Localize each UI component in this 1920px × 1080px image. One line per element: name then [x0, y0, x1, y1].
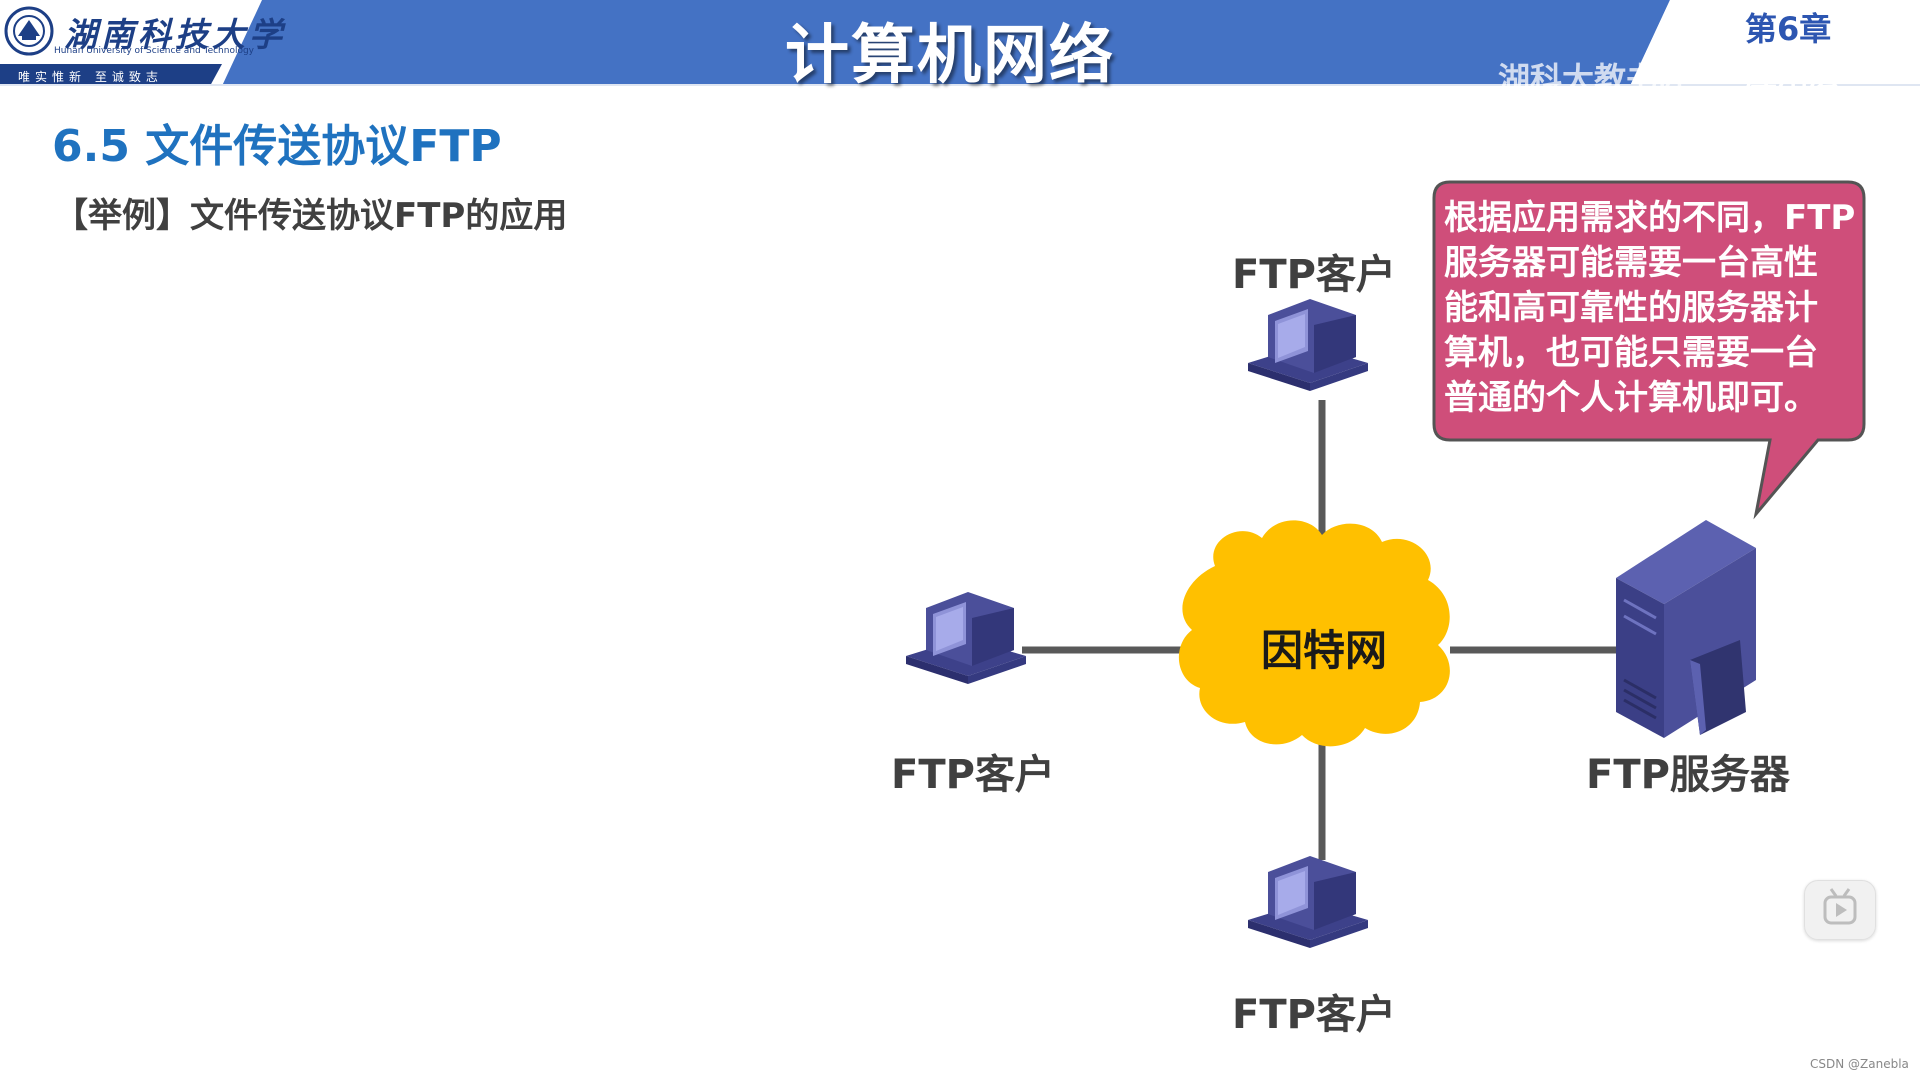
- slide-header: 湖南科技大学 Hunan University of Science and T…: [0, 0, 1920, 98]
- ftp-server-label: FTP服务器: [1586, 752, 1790, 798]
- callout-line: 普通的个人计算机即可。: [1444, 378, 1818, 418]
- callout-line: 能和高可靠性的服务器计: [1444, 288, 1818, 328]
- example-label: 【举例】文件传送协议FTP的应用: [54, 196, 568, 236]
- university-seal-icon: [4, 6, 54, 56]
- chapter-subtitle: 应用层: [1745, 56, 1842, 94]
- callout-line: 服务器可能需要一台高性: [1444, 243, 1818, 283]
- server-icon: [1616, 520, 1756, 738]
- university-motto: 唯实惟新 至诚致志: [18, 70, 163, 84]
- play-icon: [1823, 888, 1857, 925]
- ftp-client-left-label: FTP客户: [891, 752, 1055, 798]
- callout-line: 算机，也可能只需要一台: [1444, 333, 1818, 373]
- footer-credit: CSDN @Zanebla: [1810, 1057, 1909, 1071]
- play-button[interactable]: [1804, 880, 1876, 940]
- ftp-client-top-label: FTP客户: [1232, 252, 1396, 298]
- pc-bottom-icon: [1248, 856, 1368, 948]
- section-title: 6.5 文件传送协议FTP: [52, 121, 502, 172]
- course-title: 计算机网络: [785, 19, 1115, 93]
- chapter-label: 第6章: [1745, 10, 1832, 48]
- internet-cloud-icon: [1178, 520, 1450, 747]
- internet-label: 因特网: [1261, 626, 1387, 675]
- pc-top-icon: [1248, 299, 1368, 391]
- watermark: 湖科大教书匠: [1498, 60, 1691, 98]
- callout-bubble: [1432, 180, 1866, 520]
- callout-text: 根据应用需求的不同，FTP 服务器可能需要一台高性 能和高可靠性的服务器计 算机…: [1444, 196, 1864, 421]
- university-name-en: Hunan University of Science and Technolo…: [54, 46, 255, 56]
- university-logo: 湖南科技大学 Hunan University of Science and T…: [0, 0, 282, 86]
- header-background: [0, 0, 1920, 86]
- university-name-cn: 湖南科技大学: [64, 15, 286, 54]
- pc-left-icon: [906, 592, 1026, 684]
- ftp-client-bottom-label: FTP客户: [1232, 992, 1396, 1038]
- callout-line: 根据应用需求的不同，FTP: [1444, 198, 1856, 238]
